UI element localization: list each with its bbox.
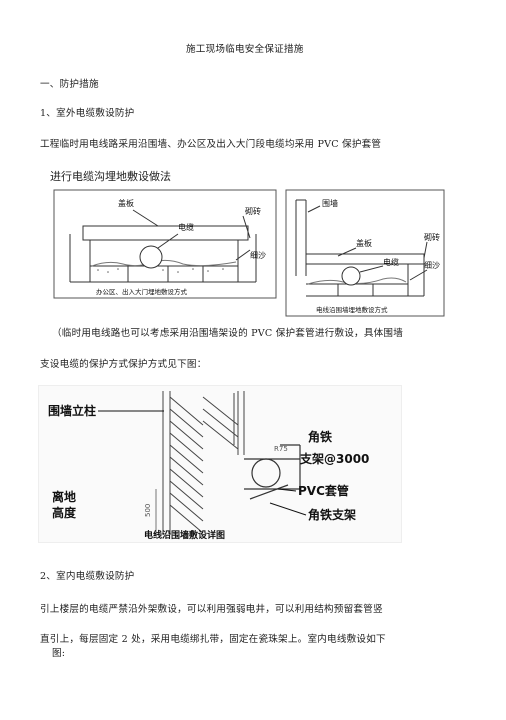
height-label-2: 高度 — [52, 505, 77, 520]
paragraph: 引上楼层的电缆严禁沿外架敷设，可以利用强弱电井，可以利用结构预留套管竖 — [40, 604, 383, 615]
figure-caption: 电线沿围墙敷设详图 — [144, 529, 225, 541]
pvc-sleeve-label: PVC套管 — [298, 483, 349, 498]
right-cover-label: 盖板 — [356, 238, 372, 248]
left-caption: 办公区、出入大门埋地敷设方式 — [96, 287, 188, 296]
dim-500-label: 500 — [144, 504, 152, 517]
paragraph: 直引上，每层固定 2 处，采用电缆绑扎带，固定在瓷珠架上。室内电线敷设如下 — [40, 634, 386, 645]
bracket-assembly — [244, 444, 301, 500]
right-caption: 电线沿围墙埋地敷设方式 — [316, 305, 388, 314]
paragraph: 支设电缆的保护方式保护方式见下图： — [40, 359, 207, 370]
bracket-spacing-label: 支架@3000 — [299, 451, 369, 466]
subsection-heading: 2、室内电缆敷设防护 — [40, 571, 135, 582]
right-wall-label: 围墙 — [322, 198, 338, 208]
page-title: 施工现场临电安全保证措施 — [186, 44, 304, 55]
wall-mount-figure: 500 R75 围墙立柱 角铁 支架@3000 PVC套管 角铁支架 离地 高度… — [38, 385, 402, 543]
figure-heading: 进行电缆沟埋地敷设做法 — [50, 169, 171, 183]
paragraph: 图: — [52, 648, 66, 659]
left-sand-label: 细沙 — [250, 250, 266, 260]
right-cable-label: 电缆 — [383, 257, 399, 267]
right-trench-diagram — [285, 189, 445, 317]
left-cover-label: 盖板 — [118, 198, 134, 208]
paragraph: （临时用电线路也可以考虑采用沿围墙架设的 PVC 保护套管进行敷设，具体围墙 — [52, 328, 404, 339]
section-heading: 一、防护措施 — [40, 79, 99, 90]
dim-r-label: R75 — [274, 445, 288, 453]
right-brick-label: 砌砖 — [424, 232, 440, 242]
subsection-heading: 1、室外电缆敷设防护 — [40, 108, 135, 119]
left-brick-label: 砌砖 — [245, 206, 261, 216]
angle-bracket-label: 角铁支架 — [308, 507, 356, 522]
wall-post — [162, 391, 245, 535]
left-sand-dots — [97, 268, 224, 273]
left-trench-diagram — [53, 189, 277, 299]
height-label-1: 离地 — [52, 489, 76, 504]
cable-trench-figure: 进行电缆沟埋地敷设做法 盖板 电缆 — [38, 166, 450, 318]
wall-post-label: 围墙立柱 — [48, 403, 96, 418]
left-cable-label: 电缆 — [178, 222, 194, 232]
right-sand-label: 细沙 — [424, 260, 440, 270]
paragraph: 工程临时用电线路采用沿围墙、办公区及出入大门段电缆均采用 PVC 保护套管 — [40, 139, 382, 150]
angle-iron-label: 角铁 — [308, 429, 332, 444]
diagonal-braces — [169, 396, 239, 534]
